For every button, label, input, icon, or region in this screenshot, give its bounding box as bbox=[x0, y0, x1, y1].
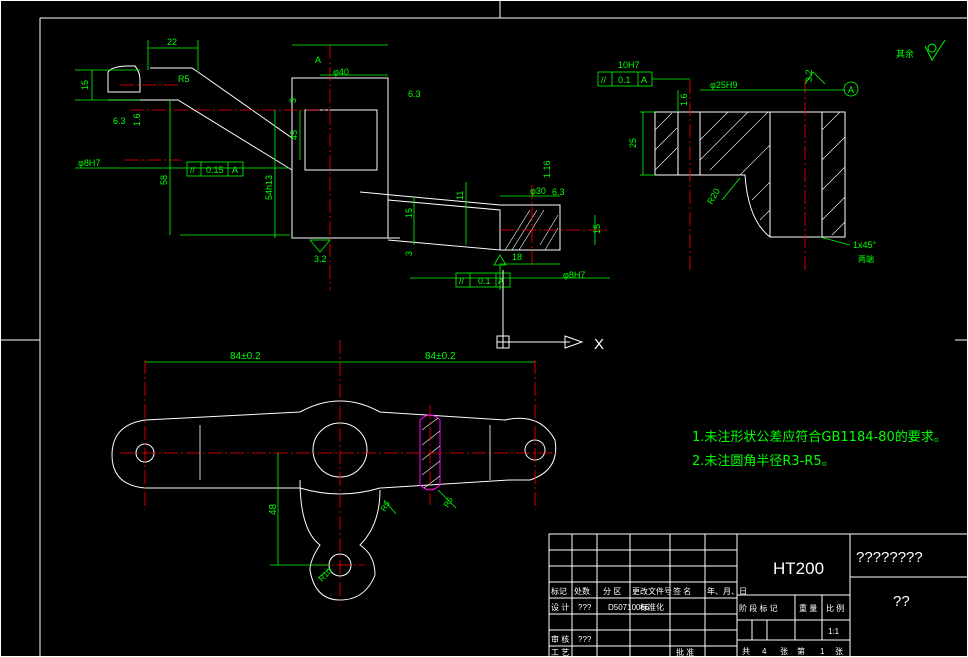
svg-text:A: A bbox=[315, 55, 321, 65]
svg-text:标准化: 标准化 bbox=[640, 602, 664, 612]
svg-text:11: 11 bbox=[455, 191, 465, 200]
svg-text:6.3: 6.3 bbox=[408, 89, 421, 99]
svg-text:1.6: 1.6 bbox=[132, 113, 142, 126]
svg-text:3.2: 3.2 bbox=[804, 69, 814, 82]
svg-text:A: A bbox=[848, 85, 854, 95]
roughness-symbol: 其余 bbox=[896, 39, 946, 62]
svg-text:签 名: 签 名 bbox=[673, 586, 691, 596]
svg-text:分 区: 分 区 bbox=[603, 587, 621, 596]
svg-text:58: 58 bbox=[159, 175, 169, 185]
svg-text:15: 15 bbox=[80, 80, 90, 90]
svg-text:1:1: 1:1 bbox=[828, 627, 840, 636]
svg-text:第: 第 bbox=[797, 646, 805, 656]
svg-text:审 核: 审 核 bbox=[551, 634, 569, 644]
svg-text://: // bbox=[459, 276, 465, 286]
svg-text:R5: R5 bbox=[442, 495, 455, 509]
svg-text:A: A bbox=[232, 165, 238, 175]
top-left-view: 22 R5 15 6.3 1.6 φ8H7 58 // 0.15 A 54h13… bbox=[75, 37, 610, 290]
svg-text:6.3: 6.3 bbox=[113, 116, 126, 126]
note-2: 2.未注圆角半径R3-R5。 bbox=[692, 454, 835, 469]
svg-text:批 准: 批 准 bbox=[676, 647, 694, 657]
svg-text:更改文件号: 更改文件号 bbox=[632, 586, 672, 596]
svg-text:4: 4 bbox=[762, 647, 767, 656]
svg-text:3.2: 3.2 bbox=[314, 254, 327, 264]
svg-text:D50710066: D50710066 bbox=[608, 603, 650, 612]
svg-text://: // bbox=[601, 75, 607, 85]
drawing-name: ???????? bbox=[856, 549, 923, 566]
svg-text:R20: R20 bbox=[705, 187, 722, 206]
svg-text:1x45°: 1x45° bbox=[853, 240, 877, 250]
svg-text:工 艺: 工 艺 bbox=[551, 648, 569, 657]
ucs-axis-icon: X bbox=[496, 270, 604, 353]
top-right-view: 10H7 // 0.1 A φ25H9 3.2 A 1.6 25 R20 1x4… bbox=[597, 60, 877, 270]
svg-text:0.1: 0.1 bbox=[478, 276, 491, 286]
svg-text:25: 25 bbox=[628, 138, 638, 148]
svg-text:年、月、日: 年、月、日 bbox=[707, 586, 747, 596]
svg-text:设 计: 设 计 bbox=[551, 602, 569, 612]
svg-text:φ25H9: φ25H9 bbox=[710, 80, 737, 90]
svg-text:张: 张 bbox=[835, 647, 843, 656]
svg-text:A: A bbox=[498, 276, 504, 286]
svg-text:阶 段 标 记: 阶 段 标 记 bbox=[739, 603, 778, 613]
svg-text:84±0.2: 84±0.2 bbox=[425, 351, 456, 362]
svg-text:1.6: 1.6 bbox=[679, 93, 689, 106]
svg-text:3: 3 bbox=[288, 98, 298, 103]
note-1: 1.未注形状公差应符合GB1184-80的要求。 bbox=[692, 430, 947, 445]
dim-r5: R5 bbox=[178, 74, 190, 84]
svg-text:张: 张 bbox=[780, 647, 788, 656]
svg-text://: // bbox=[190, 165, 196, 175]
svg-text:处数: 处数 bbox=[574, 586, 590, 596]
svg-text:R5: R5 bbox=[379, 499, 392, 513]
svg-text:1: 1 bbox=[820, 647, 825, 656]
svg-text:15: 15 bbox=[592, 224, 602, 234]
svg-text:1.16: 1.16 bbox=[542, 160, 552, 178]
svg-text:标记: 标记 bbox=[551, 586, 567, 596]
svg-text:???: ??? bbox=[578, 635, 592, 644]
svg-text:两端: 两端 bbox=[858, 254, 874, 264]
svg-text:84±0.2: 84±0.2 bbox=[230, 351, 261, 362]
svg-text:10H7: 10H7 bbox=[618, 60, 640, 70]
svg-text:φ8H7: φ8H7 bbox=[563, 270, 585, 280]
svg-text:6.3: 6.3 bbox=[552, 187, 565, 197]
svg-text:15: 15 bbox=[404, 208, 414, 218]
svg-text:???: ??? bbox=[578, 603, 592, 612]
svg-text:共: 共 bbox=[742, 647, 750, 656]
svg-text:48: 48 bbox=[268, 503, 279, 515]
technical-notes: 1.未注形状公差应符合GB1184-80的要求。 2.未注圆角半径R3-R5。 bbox=[692, 426, 947, 474]
svg-text:3: 3 bbox=[404, 251, 414, 256]
bottom-view: 84±0.2 84±0.2 48 R5 R10 R5 bbox=[111, 340, 560, 605]
svg-text:45: 45 bbox=[289, 130, 299, 140]
svg-text:φ8H7: φ8H7 bbox=[78, 158, 100, 168]
svg-text:R10: R10 bbox=[317, 566, 334, 583]
svg-text:18: 18 bbox=[512, 252, 522, 262]
material-label: HT200 bbox=[773, 559, 824, 578]
svg-text:X: X bbox=[594, 336, 604, 353]
drawing-code: ?? bbox=[893, 593, 910, 610]
dim-22: 22 bbox=[167, 37, 177, 47]
svg-text:54h13: 54h13 bbox=[264, 175, 274, 200]
title-block: HT200 ???????? ?? 标记 处数 分 区 更改文件号 签 名 年、… bbox=[548, 533, 968, 657]
svg-text:φ40: φ40 bbox=[333, 67, 349, 77]
svg-text:A: A bbox=[641, 75, 647, 85]
svg-text:重 量: 重 量 bbox=[799, 603, 817, 613]
svg-text:φ30: φ30 bbox=[530, 186, 546, 196]
svg-text:0.15: 0.15 bbox=[206, 165, 224, 175]
svg-text:0.1: 0.1 bbox=[618, 75, 631, 85]
svg-text:其余: 其余 bbox=[896, 48, 914, 59]
svg-text:比 例: 比 例 bbox=[826, 603, 844, 613]
